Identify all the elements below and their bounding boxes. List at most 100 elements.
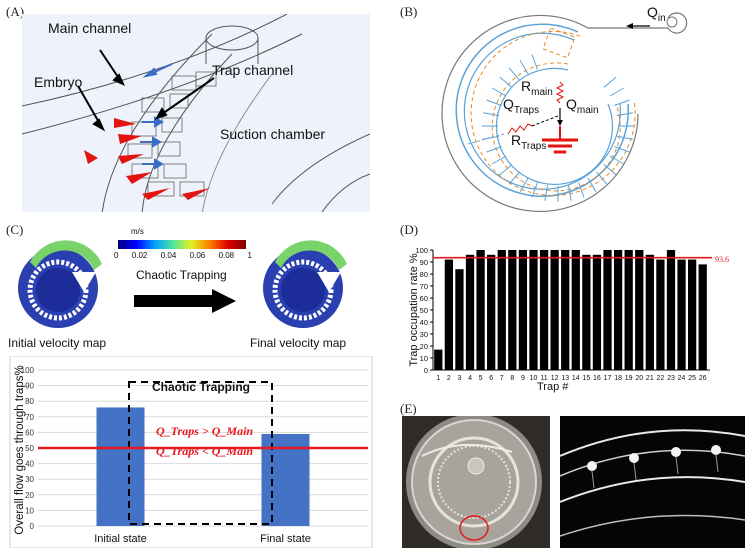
trap-tick (531, 54, 538, 70)
x-tick-label: 19 (625, 375, 633, 382)
x-tick-label: 25 (688, 375, 696, 382)
bar (539, 250, 549, 370)
x-tick-label: 23 (667, 375, 675, 382)
trap-tick (609, 155, 625, 165)
x-tick-label: 3 (457, 375, 461, 382)
label-q-traps: QTraps (503, 96, 539, 116)
bar (518, 250, 528, 370)
y-tick-label: 30 (420, 330, 428, 339)
bar (455, 269, 464, 370)
y-tick-label: 50 (25, 444, 34, 453)
x-tick-label: 24 (678, 375, 686, 382)
label-r-main: Rmain (521, 78, 553, 98)
trap-tick (508, 67, 520, 81)
x-tick-label: 10 (530, 375, 538, 382)
chart-d-xlabel: Trap # (537, 381, 569, 393)
trap-tick (603, 164, 617, 176)
y-tick-label: 30 (25, 475, 34, 484)
y-tick-label: 40 (25, 460, 34, 469)
bar (96, 407, 145, 526)
y-tick-label: 70 (420, 282, 428, 291)
big-arrow-icon (134, 289, 236, 313)
panel-label-d: (D) (400, 222, 419, 237)
y-tick-label: 100 (21, 366, 35, 375)
bar (434, 349, 443, 370)
trap-tick (491, 155, 507, 165)
colorbar-unit: m/s (131, 227, 144, 236)
y-tick-label: 20 (420, 342, 428, 351)
bar (261, 433, 310, 526)
r-traps-main: R (511, 132, 522, 148)
bar (666, 250, 676, 370)
colorbar-tick: 0 (114, 251, 119, 260)
initial-velocity-map (18, 240, 102, 328)
bar (656, 259, 665, 370)
condition-upper: Q_Traps > Q_Main (156, 424, 254, 438)
bar (603, 250, 612, 370)
panel-a-illustration (22, 14, 370, 212)
arrow-label-chaotic-trapping: Chaotic Trapping (136, 268, 227, 282)
q-traps-main: Q (503, 96, 514, 112)
bar (677, 259, 686, 370)
chart-c-box-label: Chaotic Trapping (152, 380, 251, 394)
x-tick-label: 7 (500, 375, 504, 382)
x-tick-label: 16 (593, 375, 601, 382)
x-tick-label: 4 (468, 375, 472, 382)
x-tick-label: 9 (521, 375, 525, 382)
bar (698, 264, 707, 370)
trap-tick (567, 185, 572, 201)
trap-tick (617, 112, 633, 117)
q-traps-sub: Traps (513, 104, 540, 116)
y-tick-label: 50 (420, 306, 428, 315)
trap-tick (486, 99, 502, 106)
x-tick-label: 5 (479, 375, 483, 382)
label-final-velocity-map: Final velocity map (250, 336, 347, 350)
r-traps-sub: Traps (521, 140, 547, 152)
bar (508, 250, 517, 370)
trap-tick (486, 146, 502, 153)
label-trap-channel: Trap channel (212, 62, 294, 78)
panel-label-b: (B) (400, 4, 418, 19)
trap-tick (483, 112, 499, 117)
y-tick-label: 20 (25, 491, 34, 500)
trap-tick (544, 185, 549, 201)
bar (529, 250, 538, 370)
y-tick-label: 40 (420, 318, 428, 327)
trap-tick (491, 87, 507, 97)
colorbar-tick: 0.02 (131, 251, 148, 260)
q-main-main: Q (566, 96, 577, 112)
colorbar-tick: 0.04 (160, 251, 177, 260)
trap-tick (603, 76, 617, 88)
trap-tick (483, 135, 499, 140)
y-tick-label: 80 (25, 397, 34, 406)
microscope-photo (560, 416, 745, 548)
trap-tick (617, 135, 633, 140)
colorbar-tick: 0.06 (189, 251, 206, 260)
bar (635, 250, 644, 370)
y-tick-label: 60 (25, 428, 34, 437)
chart-d-ref-label: 93.6 (715, 255, 729, 264)
y-tick-label: 70 (25, 413, 34, 422)
bar (613, 250, 623, 370)
x-tick-label: 17 (604, 375, 612, 382)
x-tick-label: 12 (551, 375, 559, 382)
x-tick-label: 18 (614, 375, 622, 382)
label-q-in: Qin (647, 4, 666, 24)
x-tick-label: 21 (646, 375, 654, 382)
y-tick-label: 60 (420, 294, 428, 303)
x-tick-label: Final state (260, 533, 311, 545)
trap-tick (578, 182, 585, 198)
chart-d-ylabel: Trap occupation rate % (408, 253, 420, 367)
r-main-main: R (521, 78, 532, 94)
label-embryo: Embryo (34, 74, 83, 90)
trap-tick (614, 146, 630, 153)
x-tick-label: 22 (657, 375, 665, 382)
x-tick-label: 6 (489, 375, 493, 382)
x-tick-label: Initial state (94, 533, 147, 545)
panel-b-circuit-diagram (441, 12, 688, 212)
label-suction-chamber: Suction chamber (220, 126, 326, 142)
y-tick-label: 90 (25, 382, 34, 391)
colorbar (118, 240, 246, 249)
panel-label-a: (A) (6, 4, 25, 19)
